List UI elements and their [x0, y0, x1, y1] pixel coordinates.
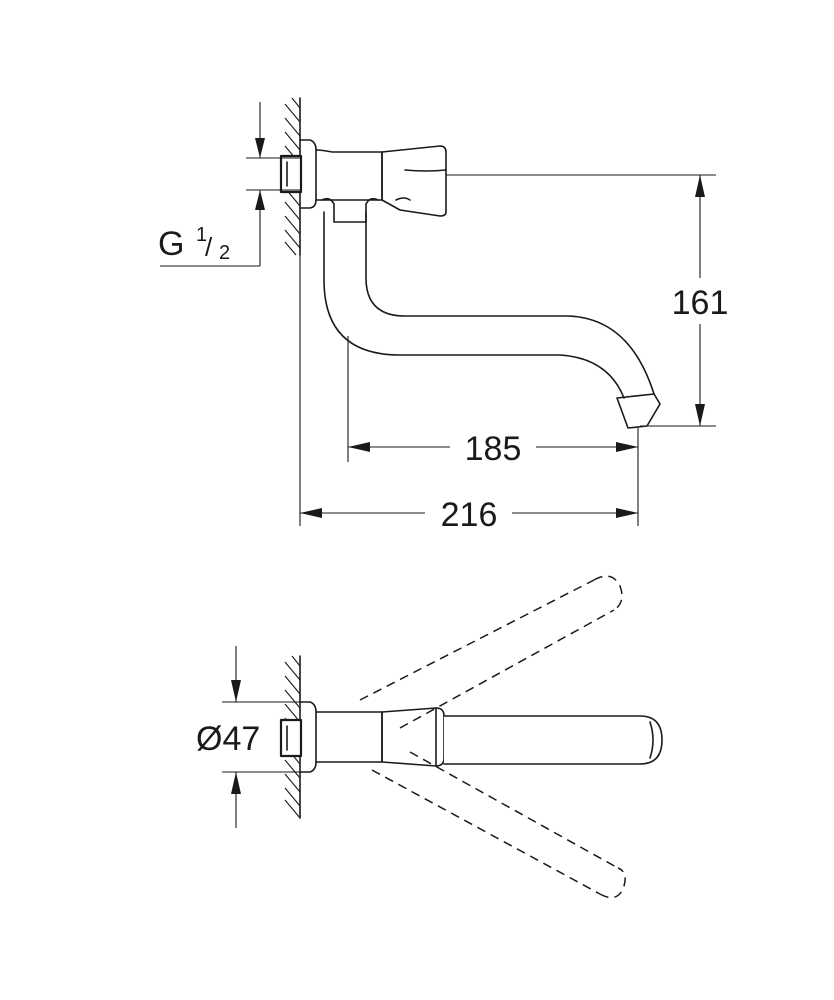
swivel-range-lower	[371, 751, 626, 899]
projection-total-dimension: 216	[299, 255, 638, 534]
top-view: Ø47	[196, 575, 663, 899]
projection-inner-dimension: 185	[347, 336, 639, 526]
rosette-side	[299, 139, 317, 209]
side-view: G 1 / 2 161 185	[158, 97, 729, 534]
lower-connector-side	[321, 197, 379, 223]
rosette-top	[299, 701, 317, 773]
projection-inner-value: 185	[465, 430, 522, 468]
diameter-value: Ø47	[196, 720, 260, 758]
projection-total-value: 216	[441, 496, 498, 534]
wall-connection-top	[279, 718, 303, 758]
thread-dimension: G 1 / 2	[158, 102, 300, 267]
handle-side	[381, 145, 447, 217]
thread-prefix: G	[158, 225, 184, 263]
spout-outlet	[616, 393, 661, 429]
diameter-dimension: Ø47	[196, 646, 300, 828]
thread-denominator: 2	[219, 242, 230, 264]
thread-slash: /	[205, 232, 213, 262]
thread-numerator: 1	[196, 224, 207, 246]
swivel-range-upper	[359, 575, 623, 729]
spout-top	[443, 715, 663, 765]
spout-side	[323, 211, 655, 399]
handle-top	[381, 707, 445, 767]
height-dimension: 161	[446, 174, 729, 427]
valve-body-top	[315, 711, 383, 763]
valve-body-side	[315, 149, 383, 201]
wall-connection-side	[279, 154, 303, 194]
height-value: 161	[672, 284, 729, 322]
